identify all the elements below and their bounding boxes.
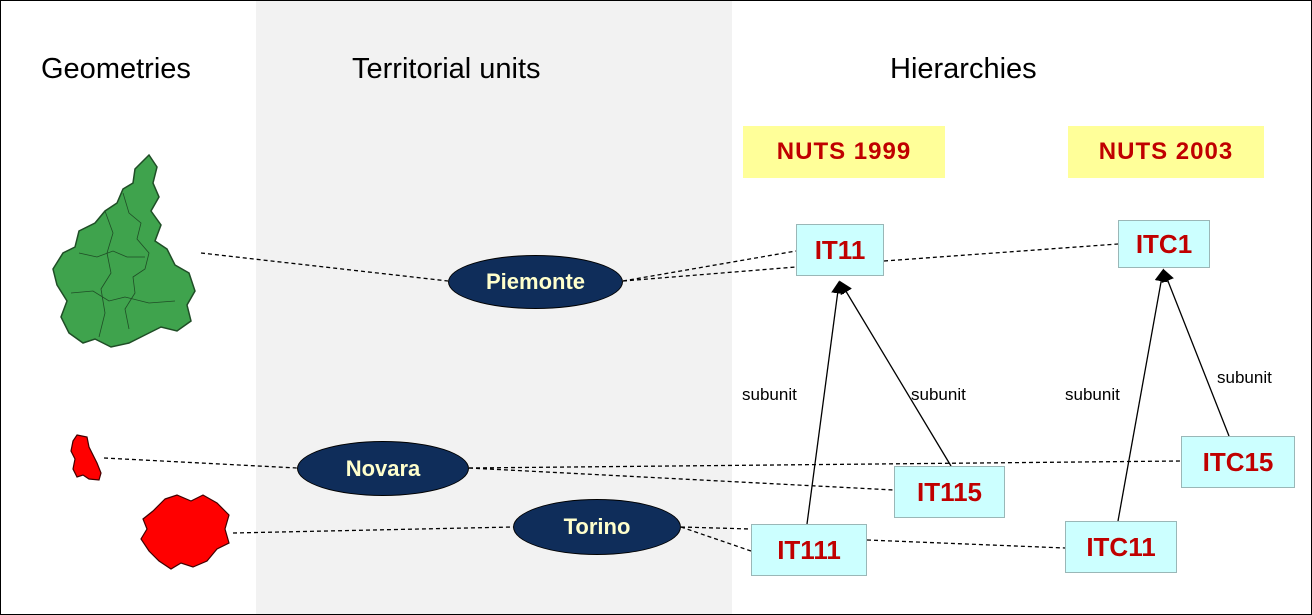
unit-piemonte: Piemonte [448, 255, 623, 309]
link-novara-itc15 [468, 460, 1182, 469]
link-piemonte-it11-a [622, 250, 797, 282]
torino-map-icon [140, 494, 230, 570]
arrow-it115-to-it11 [839, 280, 952, 467]
code-itc11: ITC11 [1065, 521, 1177, 573]
subunit-label-itc15: subunit [1217, 368, 1272, 387]
arrow-it111-to-it11 [806, 280, 845, 525]
novara-map-icon [70, 434, 102, 481]
link-geometry-novara [103, 457, 298, 469]
link-torino-it111-b [680, 526, 752, 552]
subunit-label-itc11: subunit [1065, 385, 1120, 404]
code-it111: IT111 [751, 524, 867, 576]
link-it111-itc11 [866, 539, 1066, 549]
link-geometry-piemonte [200, 252, 449, 282]
code-it115: IT115 [894, 466, 1005, 518]
geometries-heading: Geometries [41, 53, 191, 85]
link-it11-itc1 [883, 243, 1119, 262]
link-novara-it115 [468, 467, 895, 491]
link-piemonte-it11-b [622, 266, 797, 282]
arrow-itc15-to-itc1 [1161, 268, 1230, 437]
code-itc1: ITC1 [1118, 220, 1210, 268]
link-geometry-torino [232, 526, 514, 534]
nuts-2003-label: NUTS 2003 [1068, 126, 1264, 178]
arrow-itc11-to-itc1 [1117, 268, 1168, 522]
code-it11: IT11 [796, 224, 884, 276]
unit-novara: Novara [297, 441, 469, 496]
hierarchies-heading: Hierarchies [890, 53, 1037, 85]
nuts-1999-label: NUTS 1999 [743, 126, 945, 178]
piemonte-map-icon [52, 153, 196, 348]
link-torino-it111-a [680, 526, 752, 530]
subunit-label-it111: subunit [742, 385, 797, 404]
subunit-label-it115: subunit [911, 385, 966, 404]
unit-torino: Torino [513, 499, 681, 555]
code-itc15: ITC15 [1181, 436, 1295, 488]
territorial-units-heading: Territorial units [352, 53, 541, 85]
